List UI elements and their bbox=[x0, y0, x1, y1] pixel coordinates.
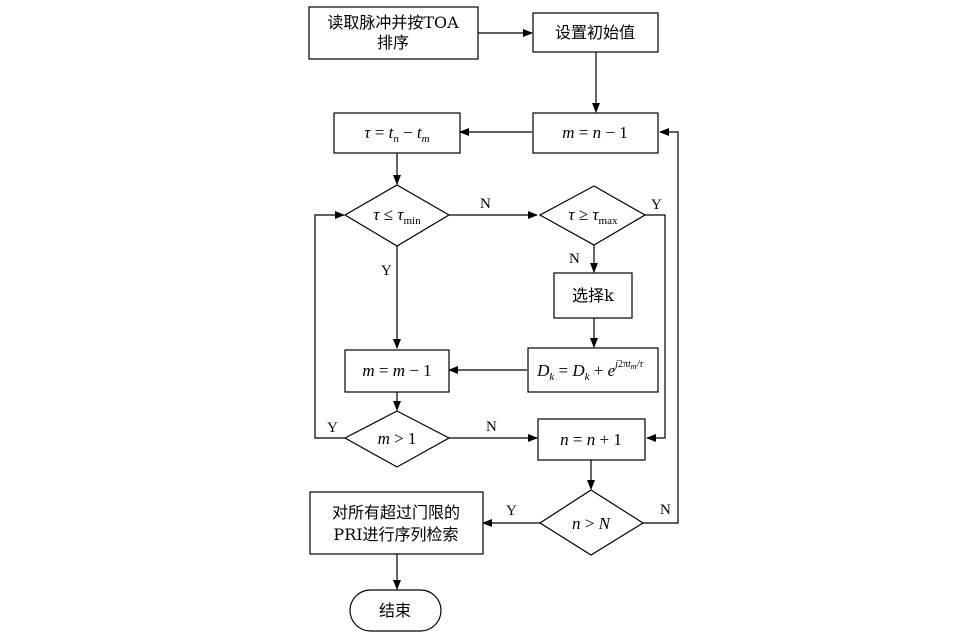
edge-cond-max-yes bbox=[645, 214, 666, 442]
node-search-line2: PRI进行序列检索 bbox=[333, 525, 458, 544]
node-tau-assign-label: τ = tn − tm bbox=[364, 123, 429, 145]
node-n-inc-label: n = n + 1 bbox=[560, 430, 622, 449]
node-cond-max-label: τ ≥ τmax bbox=[569, 205, 618, 227]
node-init-label: 设置初始值 bbox=[555, 23, 635, 42]
label-cond-nN-yes: Y bbox=[506, 503, 517, 519]
label-cond-max-no: N bbox=[569, 251, 580, 267]
edge-cond-nN-no bbox=[643, 128, 679, 524]
label-cond-m1-yes: Y bbox=[327, 420, 338, 436]
connectors bbox=[314, 29, 679, 590]
node-read: 读取脉冲并按TOA 排序 bbox=[308, 6, 479, 60]
label-cond-max-yes: Y bbox=[651, 197, 662, 213]
node-search-line1: 对所有超过门限的 bbox=[332, 503, 460, 522]
node-cond-min-label: τ ≤ τmin bbox=[373, 205, 421, 227]
node-read-line1: 读取脉冲并按TOA bbox=[327, 13, 459, 32]
node-dk-update: Dk = Dk + ej2πtm/τ bbox=[527, 347, 659, 393]
node-m-dec: m = m − 1 bbox=[344, 349, 450, 393]
edge-cond-m1-yes bbox=[314, 211, 345, 439]
label-cond-nN-no: N bbox=[660, 502, 671, 518]
node-cond-m1: m > 1 bbox=[343, 410, 451, 468]
node-select-k: 选择k bbox=[553, 272, 633, 319]
node-dk-update-label: Dk = Dk + ej2πtm/τ bbox=[536, 359, 643, 383]
node-m-assign-label: m = n − 1 bbox=[562, 123, 627, 142]
node-end: 结束 bbox=[349, 589, 442, 632]
node-cond-min: τ ≤ τmin bbox=[343, 184, 451, 247]
node-cond-max: τ ≥ τmax bbox=[538, 185, 647, 246]
node-m-dec-label: m = m − 1 bbox=[362, 361, 431, 380]
edge-labels: N Y Y N Y N Y N bbox=[327, 196, 671, 519]
label-cond-min-no: N bbox=[480, 196, 491, 212]
node-m-assign: m = n − 1 bbox=[532, 112, 659, 154]
node-tau-assign: τ = tn − tm bbox=[333, 112, 461, 154]
node-cond-nN: n > N bbox=[538, 489, 645, 556]
node-init: 设置初始值 bbox=[532, 12, 659, 53]
node-select-k-label: 选择k bbox=[572, 286, 614, 305]
node-search: 对所有超过门限的 PRI进行序列检索 bbox=[309, 491, 484, 555]
node-cond-m1-label: m > 1 bbox=[378, 429, 417, 448]
label-cond-m1-no: N bbox=[486, 419, 497, 435]
label-cond-min-yes: Y bbox=[381, 263, 392, 279]
node-end-label: 结束 bbox=[379, 601, 411, 620]
node-read-line2: 排序 bbox=[377, 33, 409, 52]
node-n-inc: n = n + 1 bbox=[537, 418, 646, 461]
node-cond-nN-label: n > N bbox=[572, 514, 612, 533]
